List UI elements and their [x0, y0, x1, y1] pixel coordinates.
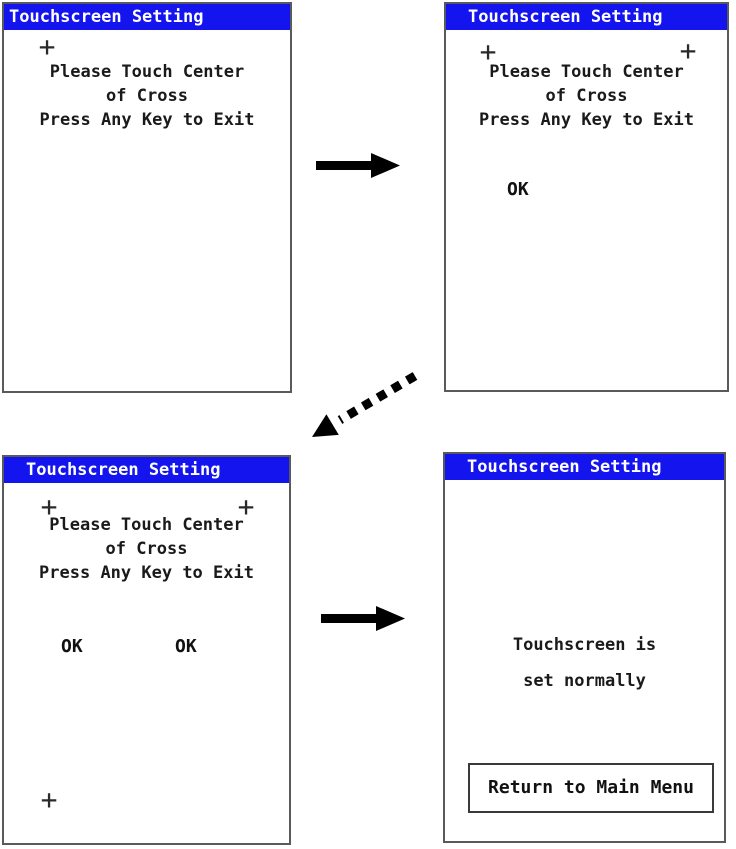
dashed-diagonal-arrow-icon	[300, 362, 425, 447]
instruction-line-2: of Cross	[106, 86, 188, 106]
instruction-line-2: of Cross	[105, 539, 188, 559]
instruction-line-1: Please Touch Center	[49, 515, 244, 535]
right-arrow-icon	[318, 603, 408, 633]
window-title: Touchscreen Setting	[26, 460, 221, 480]
window-title: Touchscreen Setting	[467, 457, 662, 477]
instruction-line-1: Please Touch Center	[49, 62, 245, 82]
ok-status-first-point: OK	[61, 636, 83, 657]
instruction-line-1: Please Touch Center	[489, 62, 684, 82]
calibration-screen-step3: Touchscreen Setting + + Please Touch Cen…	[2, 455, 291, 845]
instruction-line-2: of Cross	[545, 86, 628, 106]
title-bar: Touchscreen Setting	[4, 4, 290, 30]
instruction-text: Please Touch Center of Cross Press Any K…	[4, 513, 289, 585]
ok-status-first-point: OK	[507, 179, 529, 200]
calibration-screen-step2: Touchscreen Setting + + Please Touch Cen…	[444, 2, 729, 392]
calibration-result-screen: Touchscreen Setting Touchscreen is set n…	[443, 452, 726, 843]
calibration-cross-bottom-left[interactable]: +	[40, 783, 58, 816]
instruction-text: Please Touch Center of Cross Press Any K…	[4, 60, 290, 132]
return-to-main-menu-button[interactable]: Return to Main Menu	[468, 763, 714, 813]
window-title: Touchscreen Setting	[468, 7, 663, 27]
title-bar: Touchscreen Setting	[445, 454, 724, 480]
result-message-line-1: Touchscreen is	[512, 635, 657, 655]
calibration-cross-top-right[interactable]: +	[237, 490, 255, 523]
instruction-line-3: Press Any Key to Exit	[479, 110, 694, 130]
ok-status-second-point: OK	[175, 636, 197, 657]
instruction-line-3: Press Any Key to Exit	[39, 110, 255, 130]
instruction-line-3: Press Any Key to Exit	[39, 563, 254, 583]
title-bar: Touchscreen Setting	[446, 4, 727, 30]
instruction-text: Please Touch Center of Cross Press Any K…	[446, 60, 727, 132]
calibration-screen-step1: Touchscreen Setting + Please Touch Cente…	[2, 2, 292, 393]
calibration-cross-top-left[interactable]: +	[38, 30, 56, 63]
right-arrow-icon	[313, 150, 403, 180]
calibration-cross-top-left[interactable]: +	[40, 490, 58, 523]
window-title: Touchscreen Setting	[9, 7, 204, 27]
title-bar: Touchscreen Setting	[4, 457, 289, 483]
calibration-cross-top-left[interactable]: +	[479, 35, 497, 68]
calibration-cross-top-right[interactable]: +	[679, 34, 697, 67]
result-message-line-2: set normally	[523, 671, 646, 691]
